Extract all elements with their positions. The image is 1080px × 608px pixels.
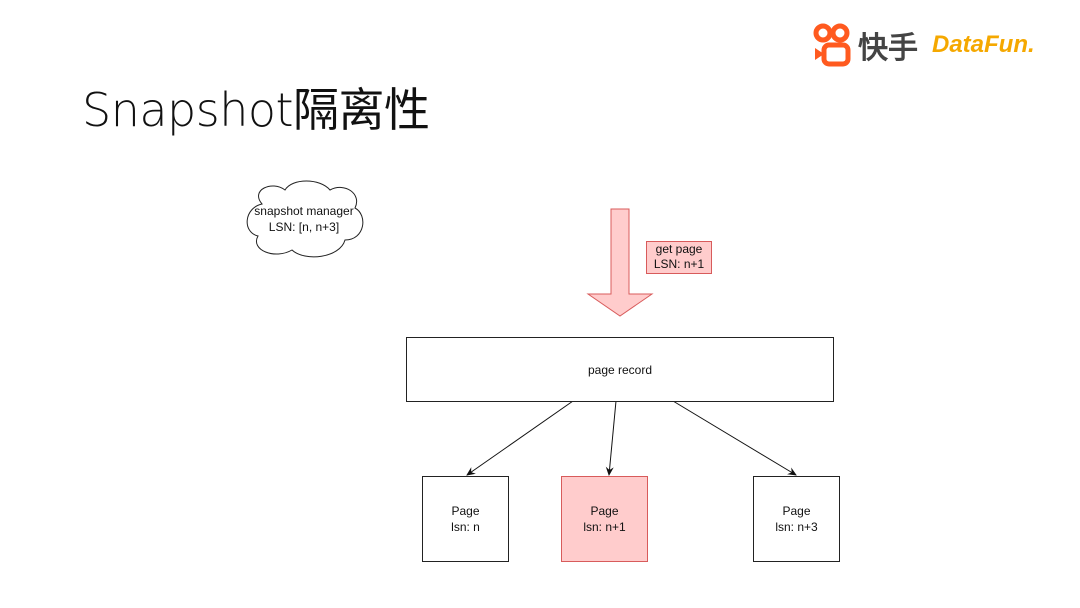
label-line2: LSN: n+1 bbox=[653, 257, 705, 271]
page-lsn: lsn: n+3 bbox=[775, 520, 818, 534]
page-lsn: lsn: n bbox=[451, 520, 480, 534]
logo-bar: 快手 DataFun. bbox=[812, 22, 1035, 68]
page-title: Page bbox=[451, 504, 480, 518]
cloud-line1: snapshot manager bbox=[254, 204, 354, 218]
get-page-label: get page LSN: n+1 bbox=[646, 241, 712, 274]
page-box-n: Page lsn: n bbox=[422, 476, 509, 562]
datafun-logo-text: DataFun. bbox=[932, 31, 1035, 58]
kuaishou-logo-text: 快手 bbox=[858, 31, 918, 66]
request-arrow bbox=[586, 208, 654, 317]
edge-to-page-n3 bbox=[672, 400, 797, 476]
page-title: Page bbox=[590, 504, 619, 518]
page-box-n1: Page lsn: n+1 bbox=[561, 476, 648, 562]
kuaishou-logo-icon bbox=[813, 23, 851, 67]
cloud-shape bbox=[246, 180, 364, 258]
edge-to-page-n1 bbox=[605, 400, 617, 476]
page-record-box: page record bbox=[406, 337, 834, 402]
snapshot-manager-cloud: snapshot manager LSN: [n, n+3] bbox=[246, 203, 362, 235]
page-box-n3: Page lsn: n+3 bbox=[753, 476, 840, 562]
page-record-label: page record bbox=[587, 362, 653, 377]
edge-to-page-n bbox=[466, 400, 574, 476]
cloud-line2: LSN: [n, n+3] bbox=[268, 220, 340, 234]
label-line1: get page bbox=[655, 242, 703, 256]
page-title: Page bbox=[782, 504, 811, 518]
page-lsn: lsn: n+1 bbox=[583, 520, 626, 534]
slide-title: Snapshot隔离性 bbox=[82, 83, 430, 137]
